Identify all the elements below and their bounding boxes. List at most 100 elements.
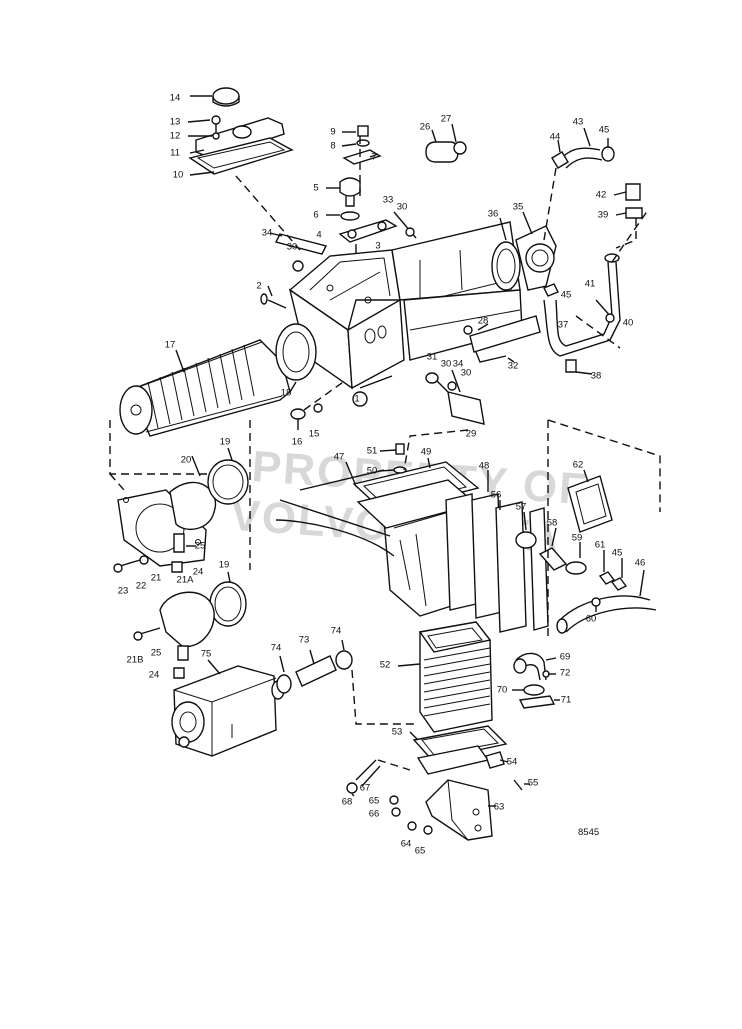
gasket-49 [352,443,480,529]
hose-73 [276,639,414,725]
callout-24: 24 [193,567,204,578]
callout-73: 73 [299,635,310,646]
callout-7: 7 [371,152,376,163]
callout-65: 65 [415,846,426,857]
callout-50: 50 [367,466,378,477]
tube-bundle-17 [119,323,317,437]
flange-35 [491,211,557,291]
callout-30: 30 [441,359,452,370]
callout-47: 47 [334,452,345,463]
callout-19: 19 [220,437,231,448]
filler-cap-assembly [187,87,301,251]
callout-45: 45 [612,548,623,559]
callout-42: 42 [596,190,607,201]
callout-14: 14 [170,93,181,104]
callout-6: 6 [313,210,318,221]
guide-lines-left [109,420,251,570]
bottom-fittings [346,751,530,835]
callout-52: 52 [380,660,391,671]
pipe-37 [543,253,621,375]
callout-12: 12 [170,131,181,142]
callout-66: 66 [369,809,380,820]
callout-45: 45 [599,125,610,136]
callout-26: 26 [420,122,431,133]
callout-21B: 21B [127,655,144,666]
callout-labels: 1413121110987564326273330343023635444345… [118,93,646,857]
callout-55: 55 [528,778,539,789]
callout-65: 65 [369,796,380,807]
callout-17: 17 [165,340,176,351]
callout-48: 48 [479,461,490,472]
callout-13: 13 [170,117,181,128]
callout-39: 39 [598,210,609,221]
flange-62 [547,419,661,640]
plates-48-56 [445,470,549,633]
bracket-32 [463,315,541,363]
end-cover-21b [133,571,247,679]
callout-58: 58 [547,518,558,529]
callout-30: 30 [461,368,472,379]
bolt-33 [393,211,417,239]
callout-3: 3 [375,241,380,252]
callout-43: 43 [573,117,584,128]
callout-25: 25 [195,541,206,552]
callout-36: 36 [488,209,499,220]
callout-56: 56 [491,490,502,501]
callout-19: 19 [219,560,230,571]
callout-60: 60 [586,614,597,625]
elbow-58-59 [538,527,657,634]
callout-74: 74 [271,643,282,654]
callout-21A: 21A [177,575,195,586]
callout-15: 15 [309,429,320,440]
callout-22: 22 [136,581,147,592]
callout-29: 29 [466,429,477,440]
callout-1: 1 [354,394,359,405]
callout-44: 44 [550,132,561,143]
callout-21: 21 [151,573,162,584]
callout-68: 68 [342,797,353,808]
callout-11: 11 [170,148,180,159]
callout-64: 64 [401,839,412,850]
callout-20: 20 [181,455,192,466]
callout-74: 74 [331,626,342,637]
callout-72: 72 [560,668,571,679]
bracket-29 [425,369,485,425]
callout-5: 5 [313,183,318,194]
callout-41: 41 [585,279,596,290]
callout-75: 75 [201,649,212,660]
callout-31: 31 [427,352,438,363]
cooler-core-52 [397,621,508,775]
callout-32: 32 [508,361,519,372]
callout-49: 49 [421,447,432,458]
bracket-63 [425,779,496,841]
elbow-69 [512,652,560,709]
callout-30: 30 [397,202,408,213]
callout-34: 34 [262,228,273,239]
drawing-number: 8545 [578,827,599,838]
callout-53: 53 [392,727,403,738]
callout-8: 8 [330,141,335,152]
callout-40: 40 [623,318,634,329]
callout-69: 69 [560,652,571,663]
callout-63: 63 [494,802,505,813]
bolts-left [260,232,328,309]
hose-43 [543,127,643,249]
callout-30: 30 [287,242,298,253]
callout-28: 28 [478,316,489,327]
callout-10: 10 [173,170,184,181]
callout-62: 62 [573,460,584,471]
callout-71: 71 [561,695,572,706]
callout-70: 70 [497,685,508,696]
callout-9: 9 [330,127,335,138]
callout-25: 25 [151,648,162,659]
callout-61: 61 [595,540,606,551]
callout-37: 37 [558,320,569,331]
hose-26 [425,123,467,163]
callout-24: 24 [149,670,160,681]
callout-59: 59 [572,533,583,544]
callout-38: 38 [591,371,602,382]
bolt-16 [290,379,347,430]
callout-18: 18 [281,388,292,399]
callout-27: 27 [441,114,452,125]
